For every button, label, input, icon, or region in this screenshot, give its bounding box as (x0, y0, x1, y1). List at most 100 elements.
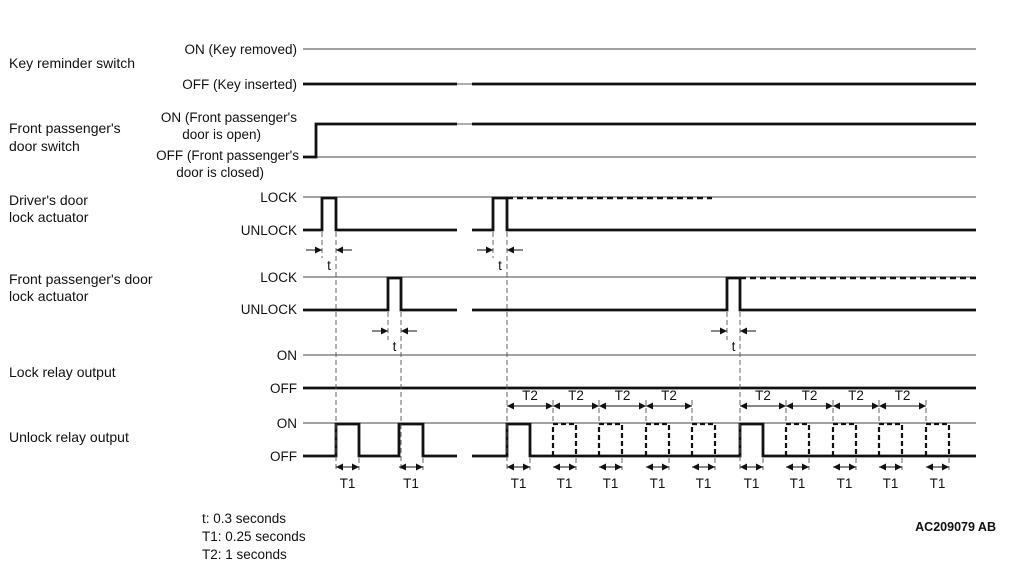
arrow-head (849, 463, 856, 471)
arrow-head (553, 463, 560, 471)
driver-lock-actuator-name-line2: lock actuator (9, 209, 89, 225)
arrow-head (401, 327, 408, 335)
T2-label: T2 (848, 388, 864, 403)
arrow-head (336, 246, 343, 254)
T1-label: T1 (837, 476, 853, 491)
arrow-head (802, 463, 809, 471)
lock-relay-high-label: ON (277, 348, 297, 363)
arrow-head (879, 463, 886, 471)
arrow-head (919, 402, 926, 410)
key-reminder-high-label: ON (Key removed) (184, 42, 297, 57)
guide-lines (321, 232, 950, 470)
driver-lock-actuator-name-line1: Driver's door (9, 192, 88, 208)
T1-label: T1 (790, 476, 806, 491)
front-door-switch-waveform (303, 122, 976, 159)
key-reminder-switch-name: Key reminder switch (9, 55, 135, 71)
T2-label: T2 (568, 388, 584, 403)
lock-relay-low-label: OFF (270, 381, 297, 396)
legend: t: 0.3 seconds T1: 0.25 seconds T2: 1 se… (202, 511, 306, 562)
arrow-head (416, 463, 423, 471)
front-door-low-label-line2: door is closed) (176, 165, 264, 180)
unlock-relay-trace-b (472, 422, 976, 458)
arrow-head (708, 463, 715, 471)
T2-label: T2 (895, 388, 911, 403)
arrow-head (692, 463, 699, 471)
lock-relay-output-name: Lock relay output (9, 364, 116, 380)
arrow-head (599, 463, 606, 471)
unlock-relay-high-label: ON (277, 416, 297, 431)
T1-label: T1 (883, 476, 899, 491)
front-lock-trace-a (303, 276, 457, 312)
arrow-head (756, 463, 763, 471)
t-label: t (732, 339, 736, 354)
unlock-relay-dashed-pulse (644, 422, 671, 456)
arrow-head (553, 402, 560, 410)
legend-T2: T2: 1 seconds (202, 547, 287, 562)
arrow-head (315, 246, 322, 254)
front-lock-high-label: LOCK (260, 270, 297, 285)
arrow-head (826, 402, 833, 410)
driver-lock-waveform (303, 196, 976, 232)
arrow-head (381, 327, 388, 335)
arrow-head (942, 463, 949, 471)
arrow-head (507, 463, 514, 471)
unlock-relay-low-label: OFF (270, 449, 297, 464)
driver-lock-high-label: LOCK (260, 190, 297, 205)
arrow-head (720, 327, 727, 335)
legend-t: t: 0.3 seconds (202, 511, 286, 526)
unlock-relay-dashed-pulse (597, 422, 624, 456)
T2-label: T2 (802, 388, 818, 403)
front-lock-actuator-name-line1: Front passenger's door (9, 271, 153, 287)
key-reminder-low-label: OFF (Key inserted) (182, 77, 297, 92)
signal-names: Key reminder switch Front passenger's do… (9, 55, 153, 445)
T1-label: T1 (744, 476, 760, 491)
arrow-head (895, 463, 902, 471)
unlock-relay-dashed-pulse (831, 422, 858, 456)
arrow-head (599, 402, 606, 410)
unlock-relay-trace-a (303, 422, 457, 458)
driver-lock-trace-a (303, 196, 457, 232)
T2-label: T2 (615, 388, 631, 403)
T2-label: T2 (755, 388, 771, 403)
driver-lock-low-label: UNLOCK (241, 223, 297, 238)
arrow-head (786, 463, 793, 471)
arrow-head (779, 402, 786, 410)
arrow-head (740, 327, 747, 335)
front-door-high-label-line1: ON (Front passenger's (161, 110, 297, 125)
T1-label: T1 (340, 476, 356, 491)
T1-label: T1 (511, 476, 527, 491)
arrow-head (872, 402, 879, 410)
arrow-head (352, 463, 359, 471)
front-door-low-label-line1: OFF (Front passenger's (156, 148, 299, 163)
arrow-head (615, 463, 622, 471)
T1-label: T1 (603, 476, 619, 491)
front-lock-actuator-name-line2: lock actuator (9, 288, 89, 304)
arrow-head (833, 463, 840, 471)
arrow-head (569, 463, 576, 471)
unlock-relay-dashed-pulse (924, 422, 951, 456)
front-door-switch-name-line1: Front passenger's (9, 120, 121, 136)
arrow-head (662, 463, 669, 471)
arrow-head (399, 463, 406, 471)
arrow-head (507, 246, 514, 254)
unlock-relay-dashed-pulse (690, 422, 717, 456)
legend-T1: T1: 0.25 seconds (202, 529, 306, 544)
unlock-relay-dashed-pulse (551, 422, 578, 456)
front-door-trace-a (303, 122, 457, 159)
arrow-head (833, 402, 840, 410)
unlock-relay-output-name: Unlock relay output (9, 429, 129, 445)
front-door-high-label-line2: door is open) (182, 127, 261, 142)
arrow-head (546, 402, 553, 410)
unlock-relay-waveform (303, 422, 976, 458)
T1-label: T1 (930, 476, 946, 491)
t-label: t (327, 258, 331, 273)
level-labels: ON (Key removed) OFF (Key inserted) ON (… (156, 42, 299, 464)
arrow-head (685, 402, 692, 410)
arrow-head (336, 463, 343, 471)
arrow-head (786, 402, 793, 410)
T2-label: T2 (661, 388, 677, 403)
unlock-relay-dashed-pulse (784, 422, 811, 456)
arrow-head (592, 402, 599, 410)
